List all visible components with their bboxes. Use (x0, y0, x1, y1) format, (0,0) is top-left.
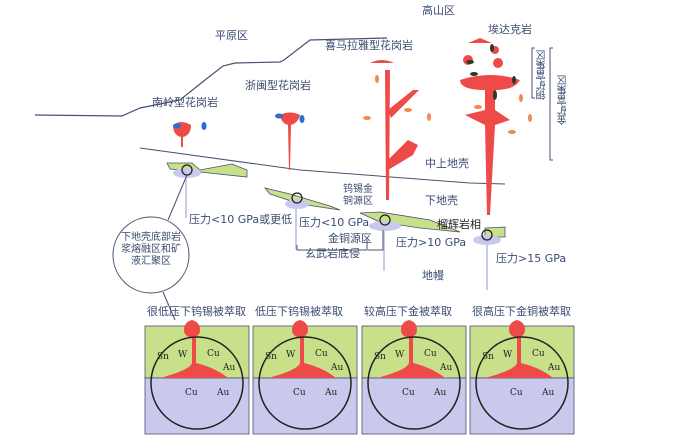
label-w-sn-au-cu-source: 钨锡金铜源区 (343, 184, 373, 207)
element-cu: Cu (315, 349, 328, 359)
lower-crust-slab (484, 226, 506, 238)
panel-title: 低压下钨锡被萃取 (255, 305, 343, 318)
panel-title: 很高压下金铜被萃取 (472, 305, 571, 318)
element-cu: Cu (424, 349, 437, 359)
element-w: W (503, 350, 513, 360)
basalt-underplating (173, 168, 501, 290)
label-gold-enrichment: 金矿富集区 (558, 75, 569, 125)
label-himalaya-granite: 喜马拉雅型花岗岩 (325, 39, 413, 52)
melt-zone-circle (475, 336, 569, 430)
region-highland: 高山区 (422, 4, 455, 17)
label-copper-enrichment: 铜矿富集区 (537, 50, 548, 100)
element-cu-mantle: Cu (510, 388, 523, 398)
element-cu-mantle: Cu (293, 388, 306, 398)
label-nanling-granite: 南岭型花岗岩 (152, 96, 218, 109)
element-au-mantle: Au (325, 388, 338, 398)
element-au-mantle: Au (542, 388, 555, 398)
element-au: Au (223, 363, 236, 373)
magma-conduit (268, 320, 336, 378)
surface-line (34, 37, 388, 117)
label-eclogite: 榴辉岩相 (437, 218, 481, 231)
element-au: Au (331, 363, 344, 373)
gold-bracket (549, 47, 553, 161)
element-sn: Sn (157, 352, 169, 362)
extraction-panel (361, 320, 467, 435)
panel-title: 很低压下钨锡被萃取 (147, 305, 246, 318)
element-cu-mantle: Cu (402, 388, 415, 398)
pressure-label: 压力>15 GPa (496, 252, 567, 265)
label-upper-crust: 中上地壳 (425, 157, 469, 170)
element-w: W (178, 350, 188, 360)
label-adakite: 埃达克岩 (488, 23, 532, 36)
melt-zone-circle (367, 336, 461, 430)
magma-conduit (485, 320, 553, 378)
melt-zone-circle (150, 336, 244, 430)
label-mantle: 地幔 (422, 269, 444, 282)
melt-zone-marker (379, 214, 391, 226)
pressure-label: 压力<10 GPa或更低 (189, 213, 293, 226)
magma-conduit (160, 320, 228, 378)
extraction-panel (252, 320, 358, 435)
pressure-label: 压力>10 GPa (396, 236, 467, 249)
melt-zone-marker (291, 192, 303, 204)
element-au: Au (440, 363, 453, 373)
melt-zone-circle (258, 336, 352, 430)
element-au: Au (548, 363, 561, 373)
element-w: W (286, 350, 296, 360)
melt-zone-callout-circle (112, 216, 190, 294)
element-w: W (395, 350, 405, 360)
pressure-label: 压力<10 GPa (299, 216, 370, 229)
label-au-cu-source: 金铜源区 (328, 232, 372, 245)
element-cu: Cu (207, 349, 220, 359)
region-plain: 平原区 (215, 29, 248, 42)
element-sn: Sn (482, 352, 494, 362)
element-sn: Sn (374, 352, 386, 362)
magma-conduit (377, 320, 445, 378)
label-basalt-underplating: 玄武岩底侵 (305, 247, 360, 260)
melt-zone-marker (481, 229, 493, 241)
melt-zone-callout-label: 下地壳底部岩浆熔融区和矿液汇聚区 (121, 232, 181, 267)
element-au-mantle: Au (217, 388, 230, 398)
label-lower-crust: 下地壳 (425, 194, 458, 207)
copper-bracket (531, 47, 535, 99)
extraction-panel (144, 320, 250, 435)
element-cu-mantle: Cu (185, 388, 198, 398)
element-au-mantle: Au (434, 388, 447, 398)
label-zhemin-granite: 浙闽型花岗岩 (245, 79, 311, 92)
element-cu: Cu (532, 349, 545, 359)
extraction-panel (469, 320, 575, 435)
panel-title: 较高压下金被萃取 (364, 305, 452, 318)
element-sn: Sn (265, 352, 277, 362)
